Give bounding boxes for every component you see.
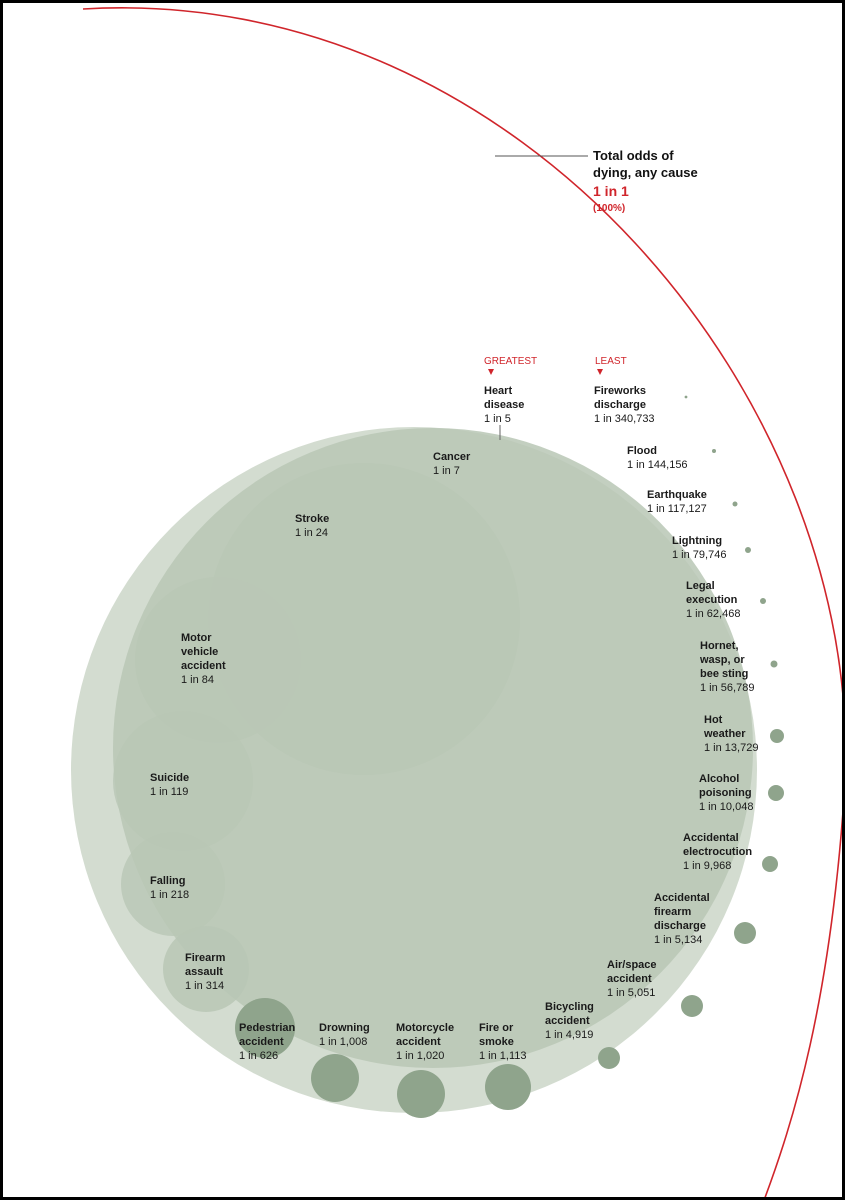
label-air-space-accident-line1: Air/space <box>607 959 657 971</box>
label-lightning-line1: Lightning <box>672 535 722 547</box>
odds-stroke: 1 in 24 <box>295 527 328 539</box>
label-fire-or-smoke-line2: smoke <box>479 1036 514 1048</box>
bubble-suicide <box>113 711 253 851</box>
odds-fireworks-discharge: 1 in 340,733 <box>594 413 655 425</box>
bubble-motorcycle-accident <box>397 1070 445 1118</box>
odds-flood: 1 in 144,156 <box>627 459 688 471</box>
odds-bicycling-accident: 1 in 4,919 <box>545 1029 593 1041</box>
odds-heart-disease: 1 in 5 <box>484 413 511 425</box>
label-firearm-assault-line1: Firearm <box>185 952 226 964</box>
odds-hot-weather: 1 in 13,729 <box>704 742 758 754</box>
bubble-pedestrian-accident <box>235 998 295 1058</box>
greatest-marker-label: GREATEST <box>484 356 537 367</box>
label-drowning-line1: Drowning <box>319 1022 370 1034</box>
label-earthquake-line1: Earthquake <box>647 489 707 501</box>
odds-of-dying-bubble-chart: Total odds of dying, any cause 1 in 1 (100%… <box>71 7 842 1197</box>
label-air-space-accident-line2: accident <box>607 973 652 985</box>
label-motorcycle-accident-line2: accident <box>396 1036 441 1048</box>
label-cancer-line1: Cancer <box>433 451 471 463</box>
label-legal-execution-line2: execution <box>686 594 738 606</box>
bubble-earthquake <box>732 501 738 507</box>
label-accidental-electrocution-line1: Accidental <box>683 832 739 844</box>
odds-motor-vehicle-accident: 1 in 84 <box>181 674 214 686</box>
odds-falling: 1 in 218 <box>150 889 189 901</box>
label-heart-disease-line1: Heart <box>484 385 512 397</box>
bubble-firearm-assault <box>163 926 249 1012</box>
greatest-arrow <box>488 369 494 375</box>
least-marker-label: LEAST <box>595 356 627 367</box>
label-alcohol-poisoning-line1: Alcohol <box>699 773 739 785</box>
bubble-drowning <box>311 1054 359 1102</box>
label-accidental-firearm-discharge-line3: discharge <box>654 920 706 932</box>
label-hot-weather-line2: weather <box>703 728 746 740</box>
label-bicycling-accident-line1: Bicycling <box>545 1001 594 1013</box>
label-hornet-wasp-or-bee-sting-line1: Hornet, <box>700 640 739 652</box>
total-title-line1: Total odds of <box>593 148 674 163</box>
bubble-hornet-wasp-or-bee-sting <box>770 660 778 668</box>
label-suicide-line1: Suicide <box>150 772 189 784</box>
odds-accidental-electrocution: 1 in 9,968 <box>683 860 731 872</box>
total-odds-arc <box>82 7 842 1197</box>
bubble-air-space-accident <box>681 995 703 1017</box>
odds-air-space-accident: 1 in 5,051 <box>607 987 655 999</box>
odds-earthquake: 1 in 117,127 <box>647 503 707 515</box>
total-odds-percent: (100%) <box>593 203 625 214</box>
label-legal-execution-line1: Legal <box>686 580 715 592</box>
label-hornet-wasp-or-bee-sting-line3: bee sting <box>700 668 748 680</box>
odds-drowning: 1 in 1,008 <box>319 1036 367 1048</box>
label-hornet-wasp-or-bee-sting-line2: wasp, or <box>699 654 745 666</box>
bubble-lightning <box>745 547 751 553</box>
label-alcohol-poisoning-line2: poisoning <box>699 787 752 799</box>
odds-cancer: 1 in 7 <box>433 465 460 477</box>
label-pedestrian-accident-line2: accident <box>239 1036 284 1048</box>
bubble-accidental-electrocution <box>762 856 778 872</box>
bubble-fire-or-smoke <box>485 1064 531 1110</box>
bubble-bicycling-accident <box>598 1047 620 1069</box>
label-stroke-line1: Stroke <box>295 513 329 525</box>
label-flood-line1: Flood <box>627 445 657 457</box>
total-title-line2: dying, any cause <box>593 165 698 180</box>
label-fireworks-discharge-line1: Fireworks <box>594 385 646 397</box>
odds-suicide: 1 in 119 <box>150 786 188 798</box>
label-hot-weather-line1: Hot <box>704 714 723 726</box>
label-motor-vehicle-accident-line1: Motor <box>181 632 212 644</box>
label-motor-vehicle-accident-line2: vehicle <box>181 646 218 658</box>
bubble-falling <box>121 832 225 936</box>
bubble-flood <box>712 449 716 453</box>
label-fireworks-discharge-line2: discharge <box>594 399 646 411</box>
odds-lightning: 1 in 79,746 <box>672 549 726 561</box>
bubble-legal-execution <box>760 598 766 604</box>
odds-fire-or-smoke: 1 in 1,113 <box>479 1050 527 1062</box>
label-fire-or-smoke-line1: Fire or <box>479 1022 514 1034</box>
odds-firearm-assault: 1 in 314 <box>185 980 224 992</box>
bubble-motor-vehicle-accident <box>135 577 301 743</box>
label-falling-line1: Falling <box>150 875 185 887</box>
odds-pedestrian-accident: 1 in 626 <box>239 1050 278 1062</box>
bubble-alcohol-poisoning <box>768 785 784 801</box>
odds-motorcycle-accident: 1 in 1,020 <box>396 1050 444 1062</box>
label-bicycling-accident-line2: accident <box>545 1015 590 1027</box>
total-odds-value: 1 in 1 <box>593 183 629 199</box>
odds-alcohol-poisoning: 1 in 10,048 <box>699 801 753 813</box>
label-accidental-firearm-discharge-line1: Accidental <box>654 892 710 904</box>
odds-accidental-firearm-discharge: 1 in 5,134 <box>654 934 702 946</box>
odds-legal-execution: 1 in 62,468 <box>686 608 740 620</box>
bubble-hot-weather <box>770 729 784 743</box>
odds-hornet-wasp-or-bee-sting: 1 in 56,789 <box>700 682 754 694</box>
bubble-accidental-firearm-discharge <box>734 922 756 944</box>
label-heart-disease-line2: disease <box>484 399 524 411</box>
label-accidental-firearm-discharge-line2: firearm <box>654 906 692 918</box>
label-firearm-assault-line2: assault <box>185 966 223 978</box>
least-arrow <box>597 369 603 375</box>
label-accidental-electrocution-line2: electrocution <box>683 846 752 858</box>
label-motorcycle-accident-line1: Motorcycle <box>396 1022 454 1034</box>
bubble-fireworks-discharge <box>684 395 688 399</box>
label-motor-vehicle-accident-line3: accident <box>181 660 226 672</box>
label-pedestrian-accident-line1: Pedestrian <box>239 1022 296 1034</box>
